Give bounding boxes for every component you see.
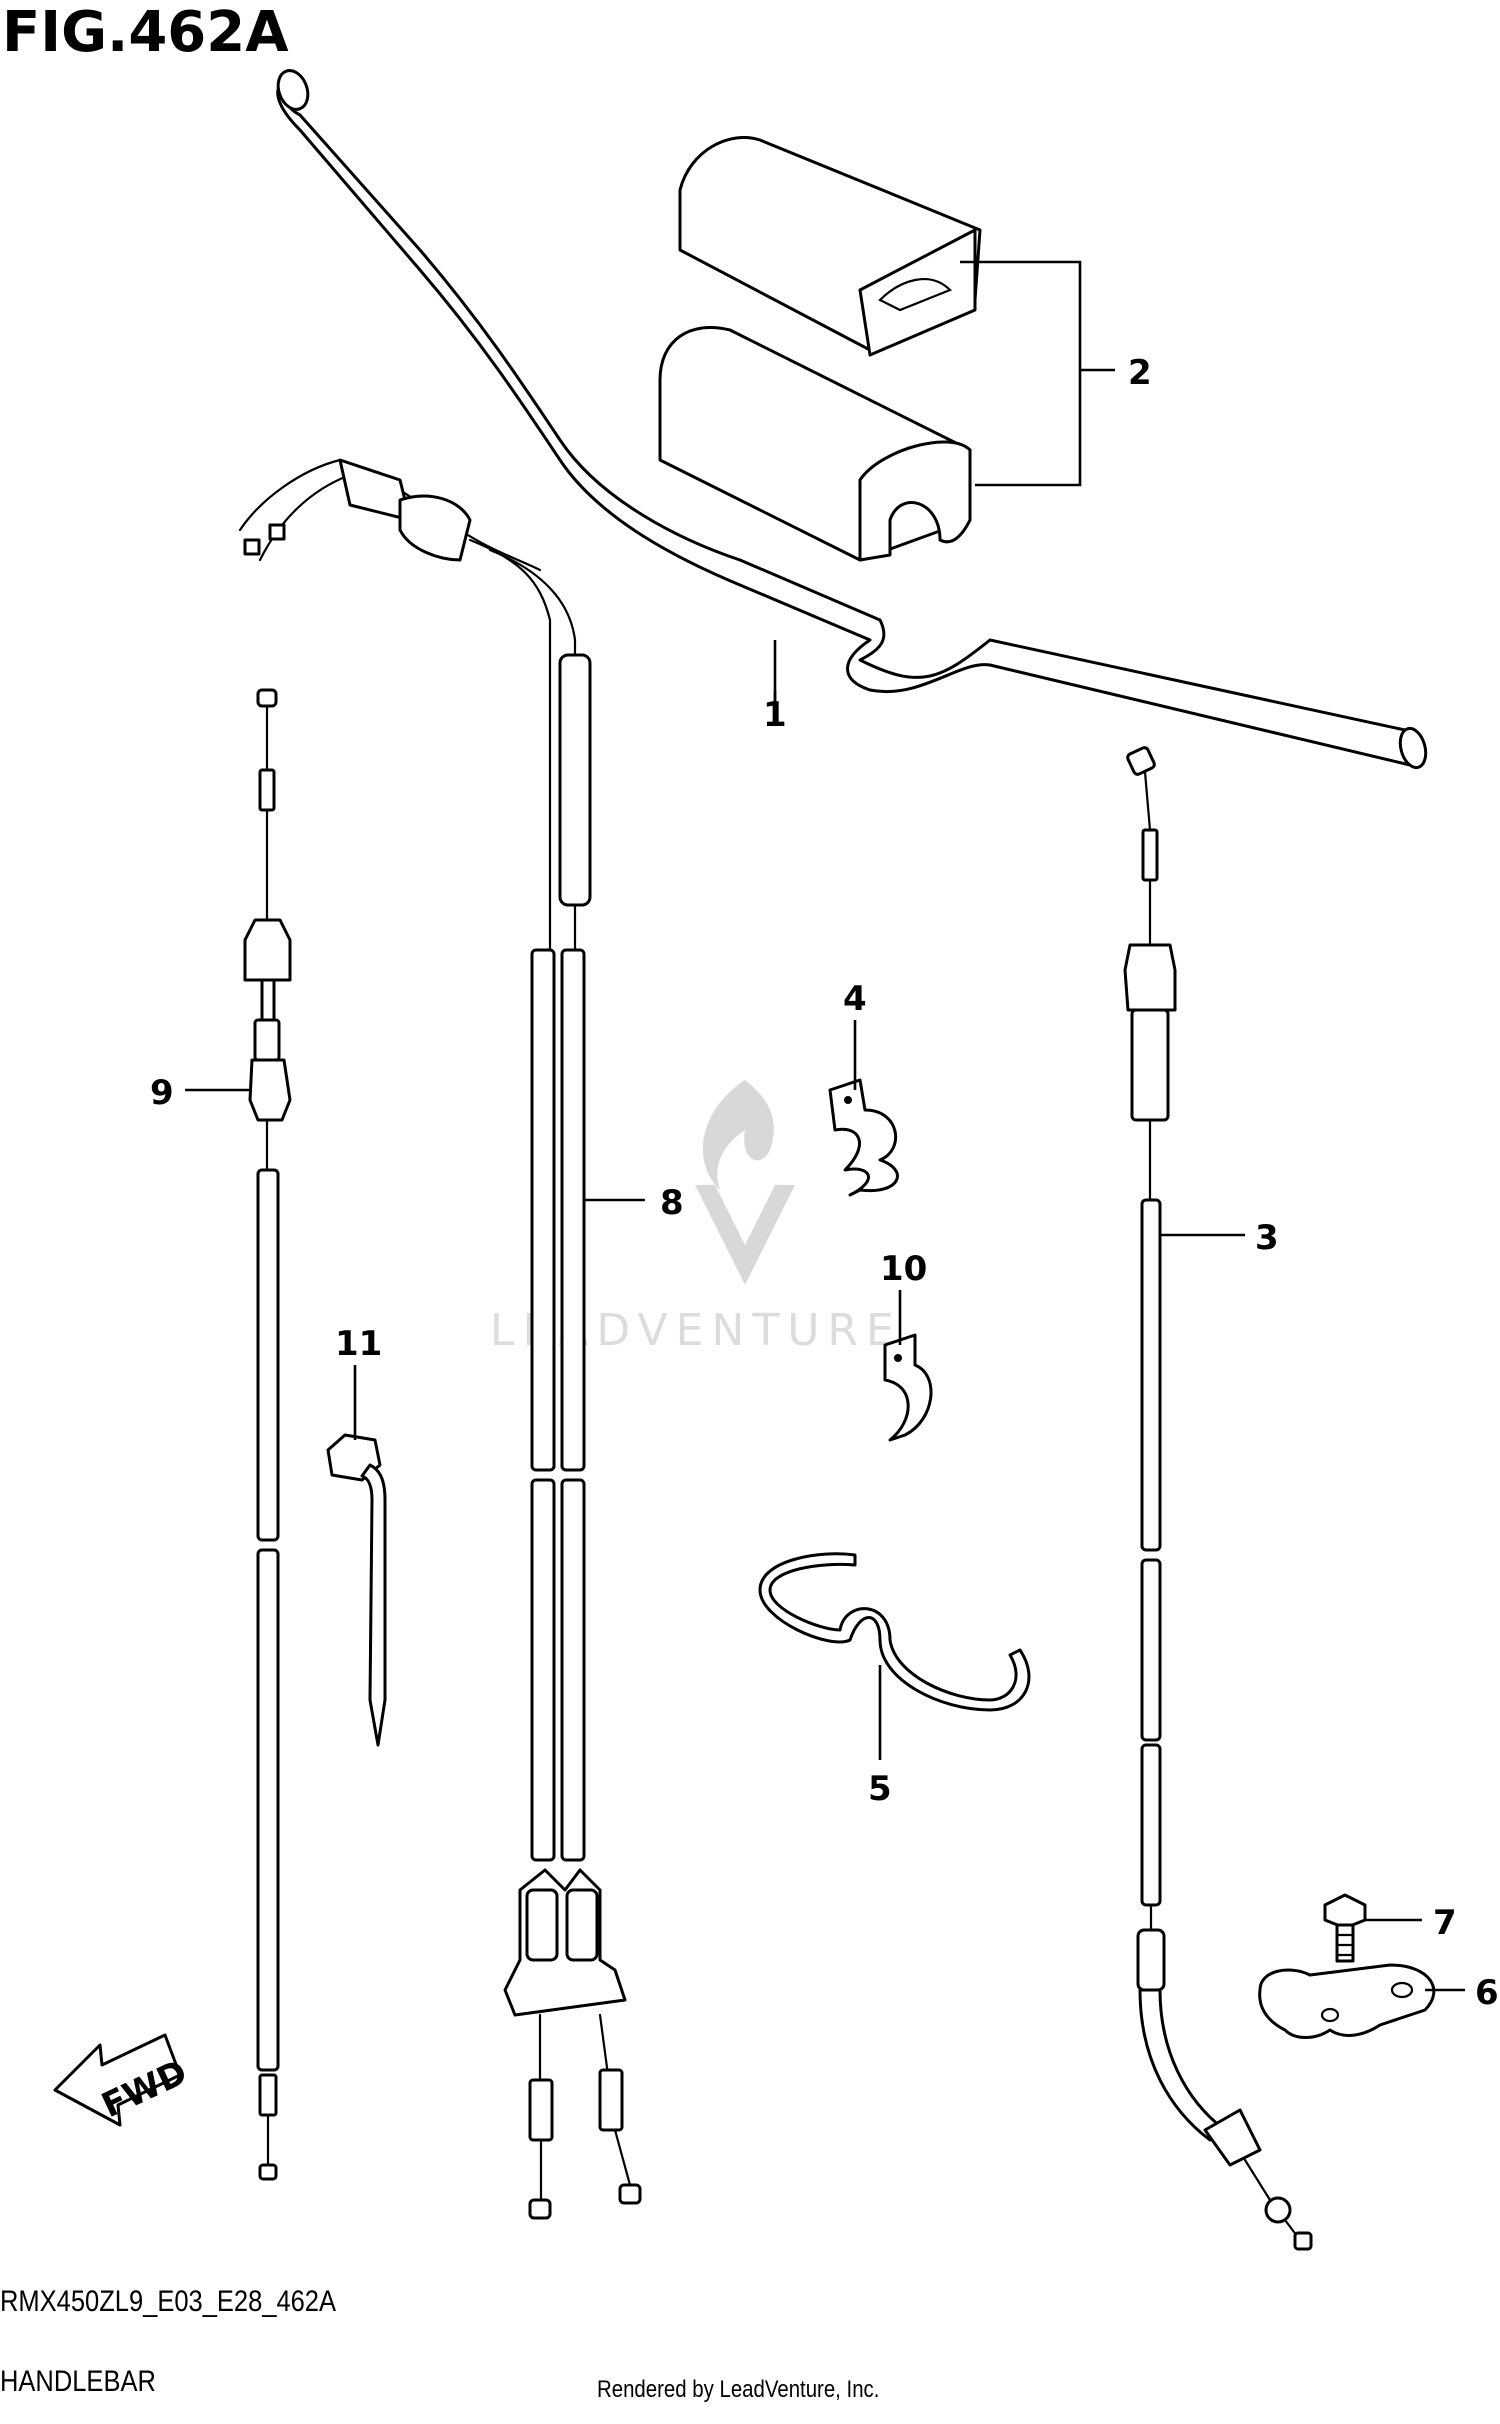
leader-lines xyxy=(185,260,1465,1992)
callout-6: 6 xyxy=(1475,1973,1499,2013)
callout-5: 5 xyxy=(868,1769,892,1809)
throttle-cable xyxy=(238,458,642,2220)
figure-title: FIG.462A xyxy=(2,0,289,65)
handlebar xyxy=(276,69,1428,770)
callout-11: 11 xyxy=(335,1324,382,1364)
section-name: HANDLEBAR xyxy=(0,2365,156,2398)
cable-left xyxy=(243,688,292,2181)
callout-7: 7 xyxy=(1433,1903,1457,1943)
handlebar-pad-lower xyxy=(658,325,972,562)
callout-1: 1 xyxy=(763,695,787,735)
callout-2: 2 xyxy=(1128,353,1152,393)
callout-4: 4 xyxy=(843,979,867,1019)
cable-tie xyxy=(326,1433,387,1747)
watermark-logo: LEADVENTURE xyxy=(490,1080,902,1356)
watermark-text: LEADVENTURE xyxy=(490,1305,902,1356)
clamp-10 xyxy=(883,1333,933,1442)
handlebar-pad-upper xyxy=(678,135,982,357)
bolt xyxy=(1323,1893,1367,1963)
callout-10: 10 xyxy=(880,1249,927,1289)
forward-arrow: FWD xyxy=(53,2033,193,2127)
model-code: RMX450ZL9_E03_E28_462A xyxy=(0,2285,337,2318)
clamp-4 xyxy=(828,1078,899,1197)
callout-9: 9 xyxy=(150,1073,174,1113)
clutch-cable xyxy=(1123,746,1313,2251)
render-credit: Rendered by LeadVenture, Inc. xyxy=(597,2376,880,2403)
callout-8: 8 xyxy=(660,1183,684,1223)
callout-labels: 1 2 3 4 5 6 7 8 9 10 11 xyxy=(150,353,1499,2013)
bracket xyxy=(1258,1963,1436,2039)
callout-3: 3 xyxy=(1255,1218,1279,1258)
wire-guide xyxy=(758,1552,1031,1712)
